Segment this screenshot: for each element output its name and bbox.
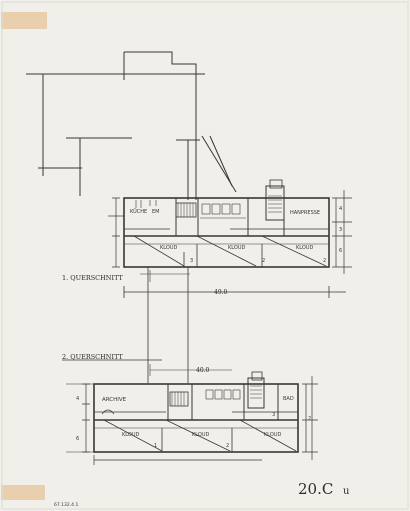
tape-strip-top bbox=[1, 12, 47, 29]
side-dimension-6: 2 bbox=[308, 416, 311, 422]
room-number-1: 3 bbox=[190, 258, 193, 264]
side-dimension-4: 4 bbox=[76, 396, 79, 402]
dimension-length-upper: 49.0 bbox=[214, 289, 228, 296]
tape-strip-bottom bbox=[1, 485, 45, 500]
room-label-em: EM bbox=[152, 209, 159, 215]
room-number-2: 2 bbox=[262, 258, 265, 264]
room-number-6: 3 bbox=[272, 412, 275, 418]
upper-plan bbox=[108, 179, 352, 298]
room-label-kitchen: KÜCHE bbox=[130, 208, 147, 215]
room-number-3: 2 bbox=[323, 258, 326, 264]
side-dimension-3: 6 bbox=[339, 248, 342, 254]
room-number-4: 1 bbox=[154, 443, 157, 449]
sheet-number: 20.C bbox=[298, 480, 333, 498]
sheet-suffix: u bbox=[343, 486, 350, 497]
room-label-kloud-1: KLOUD bbox=[160, 245, 177, 251]
dimension-length-lower: 40.0 bbox=[196, 367, 210, 374]
room-number-5: 2 bbox=[226, 443, 229, 449]
lower-plan bbox=[62, 359, 318, 465]
side-dimension-1: 4 bbox=[339, 206, 342, 212]
room-label-kloud-4: KLOUD bbox=[122, 432, 139, 438]
room-label-hanpresse: HANPRESSE bbox=[290, 210, 320, 216]
side-dimension-2: 3 bbox=[339, 227, 342, 233]
section-label-lower: 2. QUERSCHNITT bbox=[62, 353, 124, 361]
room-label-bad: BAD bbox=[283, 396, 294, 402]
side-dimension-5: 6 bbox=[76, 436, 79, 442]
room-label-kloud-3: KLOUD bbox=[296, 245, 313, 251]
plan-connector-lines bbox=[147, 267, 189, 383]
room-label-kloud-2: KLOUD bbox=[228, 245, 245, 251]
site-outline bbox=[26, 51, 237, 200]
section-label-upper: 1. QUERSCHNITT bbox=[62, 274, 124, 282]
room-label-kloud-6: KLOUD bbox=[264, 432, 281, 438]
room-label-kloud-5: KLOUD bbox=[192, 432, 209, 438]
archive-stamp: 67.132.4.1 bbox=[54, 502, 78, 508]
room-label-archive: ARCHIVE bbox=[102, 397, 127, 403]
